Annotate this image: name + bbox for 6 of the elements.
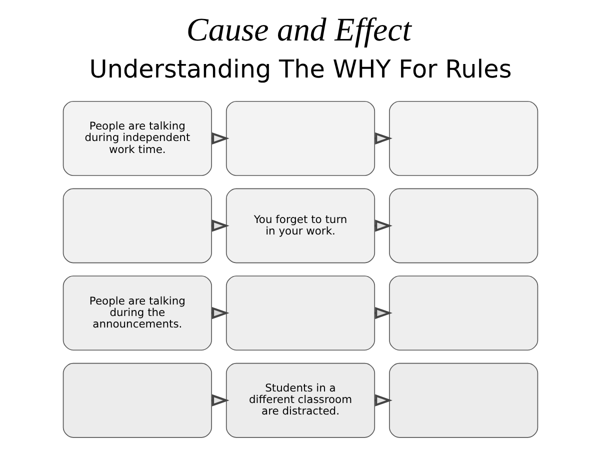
label: Understanding The WHY For Rules	[88, 54, 512, 84]
node-box	[388, 276, 538, 351]
diagram-title: Cause and Effect	[186, 12, 411, 48]
node-box	[388, 362, 538, 438]
node-box	[388, 188, 538, 264]
node-box	[388, 100, 538, 176]
